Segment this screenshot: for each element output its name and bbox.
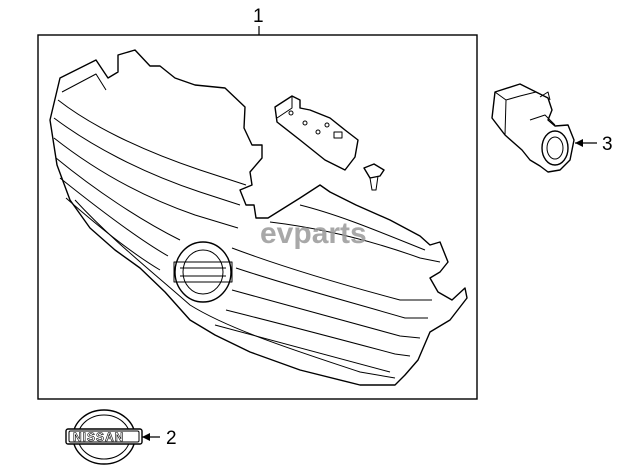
callout-2-arrow: [142, 433, 150, 441]
push-pin-fastener: [363, 163, 385, 191]
callout-3-label: 3: [602, 134, 613, 155]
callout-1-label: 1: [253, 6, 264, 27]
front-grille: [49, 49, 468, 386]
assembly-frame: [37, 34, 478, 400]
callout-2-label: 2: [166, 428, 177, 449]
emblem-text: NISSAN: [73, 430, 124, 444]
mounting-bracket: [274, 95, 359, 171]
nissan-emblem: NISSAN: [65, 409, 143, 465]
callout-3-arrow: [575, 139, 583, 147]
grille-emblem: [173, 241, 233, 303]
clip-part: [491, 83, 575, 173]
watermark: evparts: [260, 217, 367, 250]
